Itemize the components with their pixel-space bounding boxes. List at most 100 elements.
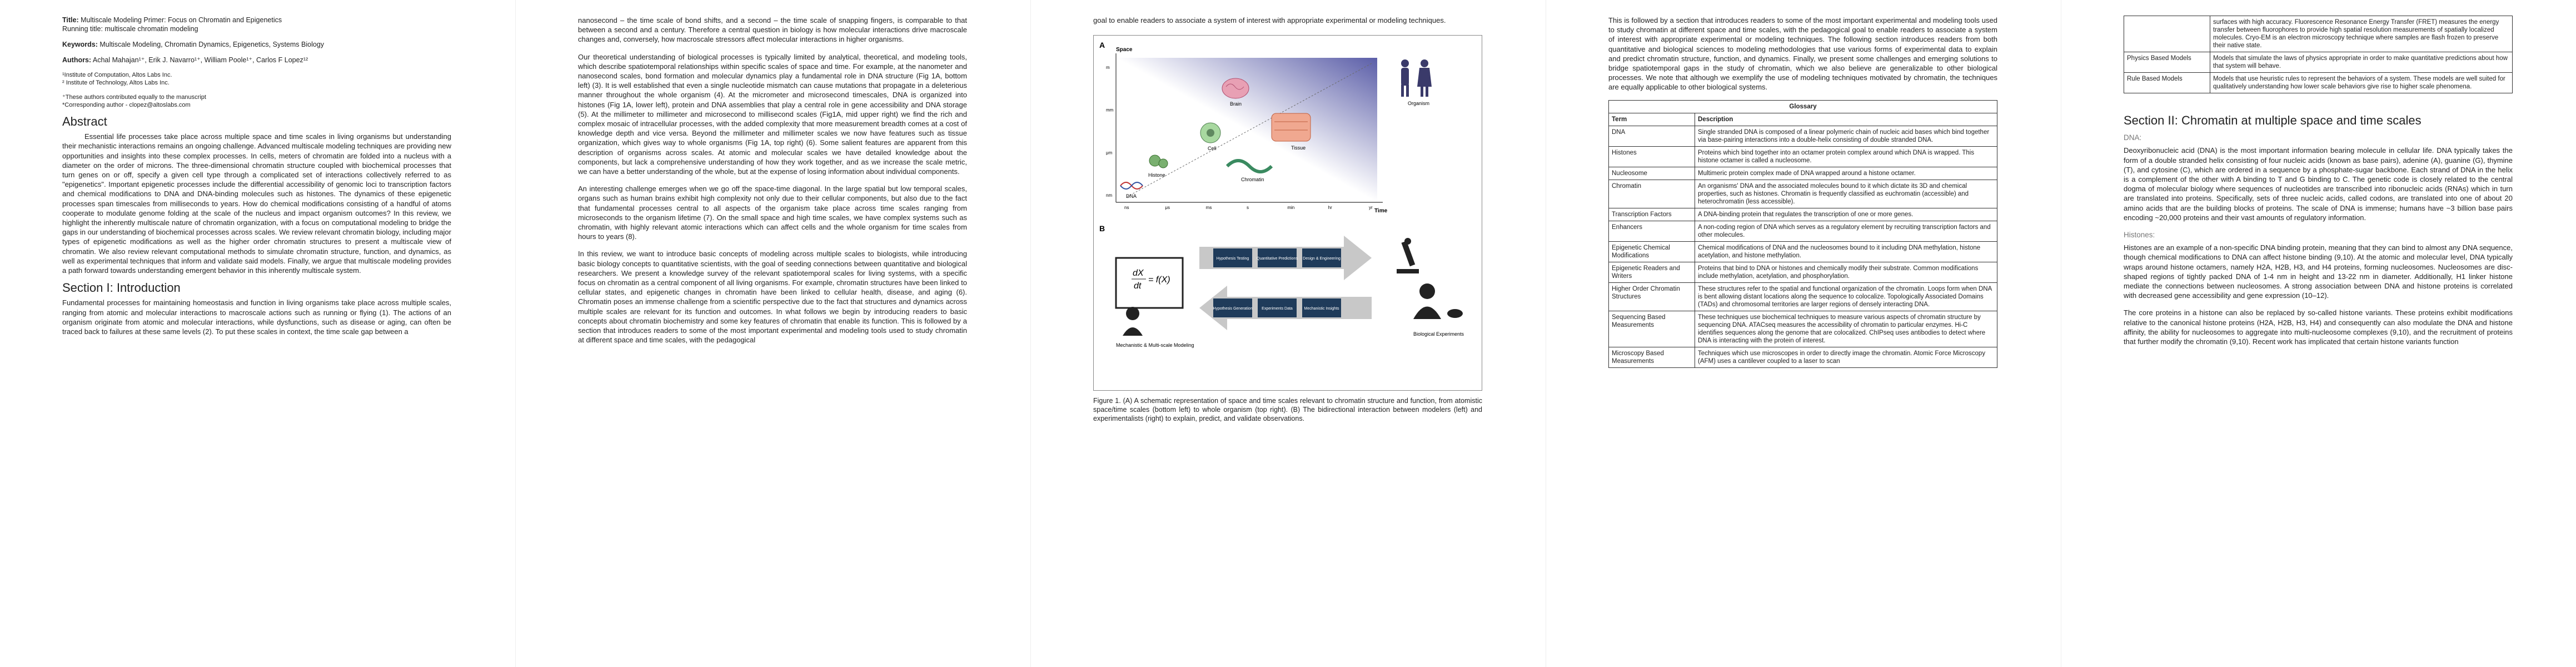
label-cell: Cell [1208, 146, 1217, 151]
chromatin-icon [1225, 159, 1273, 174]
running-title-line: Running title: multiscale chromatin mode… [62, 25, 198, 33]
glossary-term: Histones [1608, 146, 1695, 167]
intro-heading: Section I: Introduction [62, 281, 181, 295]
x-tick-label: yr [1369, 205, 1373, 210]
experiments-caption: Biological Experiments [1413, 331, 1464, 337]
x-tick-label: ms [1206, 205, 1212, 210]
intro-text: Fundamental processes for maintaining ho… [62, 298, 451, 336]
glossary-term: Physics Based Models [2124, 52, 2210, 73]
glossary-description: These structures refer to the spatial an… [1695, 282, 1997, 311]
glossary-description: Models that simulate the laws of physics… [2210, 52, 2513, 73]
glossary-description: These techniques use biochemical techniq… [1695, 310, 1997, 347]
histones-subheading: Histones: [2124, 231, 2155, 240]
glossary-term: Microscopy Based Measurements [1608, 346, 1695, 368]
histones-text-2: The core proteins in a histone can also … [2124, 308, 2513, 346]
abstract-heading: Abstract [62, 115, 107, 128]
cycle-box [1258, 248, 1297, 268]
cell-icon [1200, 122, 1221, 143]
glossary-term: Nucleosome [1608, 166, 1695, 180]
label-histone: Histone [1148, 172, 1165, 178]
glossary-description: Chemical modifications of DNA and the nu… [1695, 241, 1997, 262]
dna-subheading: DNA: [2124, 133, 2142, 142]
page-1: Title: Multiscale Modeling Primer: Focus… [0, 0, 515, 667]
running-title: multiscale chromatin modeling [104, 25, 198, 33]
abstract-text: Essential life processes take place acro… [62, 132, 451, 275]
glossary-description: Proteins which bind together into an oct… [1695, 146, 1997, 167]
authors: Achal Mahajan¹⁺, Erik J. Navarro¹⁺, Will… [92, 56, 308, 64]
glossary-description: Models that use heuristic rules to repre… [2210, 72, 2513, 93]
dna-text: Deoxyribonucleic acid (DNA) is the most … [2124, 146, 2513, 222]
section-2-heading: Section II: Chromatin at multiple space … [2124, 113, 2421, 127]
authors-line: Authors: Achal Mahajan¹⁺, Erik J. Navarr… [62, 56, 308, 64]
paragraph: This is followed by a section that intro… [1608, 16, 1997, 92]
x-axis-label: Time [1374, 208, 1388, 214]
paragraph: goal to enable readers to associate a sy… [1093, 16, 1446, 24]
paragraph: An interesting challenge emerges when we… [578, 185, 967, 241]
label-chromatin: Chromatin [1241, 177, 1264, 182]
dna-icon [1120, 182, 1143, 190]
affiliation-2: ² Institute of Technology, Altos Labs In… [62, 79, 170, 86]
page-2: nanosecond – the time scale of bond shif… [515, 0, 1030, 667]
tissue-icon [1271, 113, 1311, 142]
glossary-term: DNA [1608, 125, 1695, 147]
label-dna: DNA [1126, 193, 1137, 199]
histones-text: Histones are an example of a non-specifi… [2124, 243, 2513, 300]
equation-den: dt [1134, 281, 1142, 291]
glossary-description: A DNA-binding protein that regulates the… [1695, 207, 1997, 221]
histone-icon [1149, 155, 1168, 168]
x-tick-label: μs [1165, 205, 1170, 210]
label-tissue: Tissue [1291, 145, 1306, 151]
paper-title: Multiscale Modeling Primer: Focus on Chr… [81, 16, 282, 24]
glossary-term: Rule Based Models [2124, 72, 2210, 93]
glossary-term: Higher Order Chromatin Structures [1608, 282, 1695, 311]
y-tick-label: m [1106, 65, 1110, 70]
glossary-term: Sequencing Based Measurements [1608, 310, 1695, 347]
cycle-box-label: Experiments Data [1262, 307, 1293, 311]
x-tick-label: s [1247, 205, 1249, 210]
x-tick-label: min [1287, 205, 1294, 210]
cycle-box-label: Design & Engineering [1303, 257, 1341, 261]
page-4-column: This is followed by a section that intro… [1608, 16, 1997, 368]
x-tick-label: ns [1124, 205, 1129, 210]
affiliation-1: ¹Institute of Computation, Altos Labs In… [62, 72, 172, 78]
equation-rhs: = f(X) [1148, 275, 1170, 285]
keywords-line: Keywords: Multiscale Modeling, Chromatin… [62, 41, 325, 48]
glossary-description: Single stranded DNA is composed of a lin… [1695, 125, 1997, 147]
scientist-icon [1413, 283, 1441, 320]
panel-a-label: A [1099, 41, 1105, 49]
column-header-term: Term [1608, 112, 1695, 126]
page-1-column: Title: Multiscale Modeling Primer: Focus… [62, 16, 451, 344]
organism-icon [1401, 59, 1432, 97]
panel-b-label: B [1099, 224, 1105, 233]
cycle-box-label: Quantitative Predictions [1257, 257, 1298, 261]
glossary-description: An organisms' DNA and the associated mol… [1695, 179, 1997, 208]
cycle-box [1302, 298, 1341, 318]
y-tick-label: mm [1106, 108, 1114, 113]
page-2-column: nanosecond – the time scale of bond shif… [578, 16, 967, 353]
glossary-description: Proteins that bind to DNA or histones an… [1695, 261, 1997, 283]
cycle-box-label: Mechanistic Insights [1304, 307, 1339, 311]
equation-lhs: dX [1133, 268, 1144, 278]
page-5: surfaces with high accuracy. Fluorescenc… [2061, 0, 2576, 667]
cycle-box [1213, 298, 1252, 318]
page-3: goal to enable readers to associate a sy… [1030, 0, 1546, 667]
keywords: Multiscale Modeling, Chromatin Dynamics,… [99, 41, 325, 48]
column-header-description: Description [1695, 112, 1997, 126]
paragraph: nanosecond – the time scale of bond shif… [578, 16, 967, 44]
glossary-description: Techniques which use microscopes in orde… [1695, 346, 1997, 368]
cycle-box [1213, 248, 1252, 268]
y-axis-label: Space [1116, 47, 1133, 53]
